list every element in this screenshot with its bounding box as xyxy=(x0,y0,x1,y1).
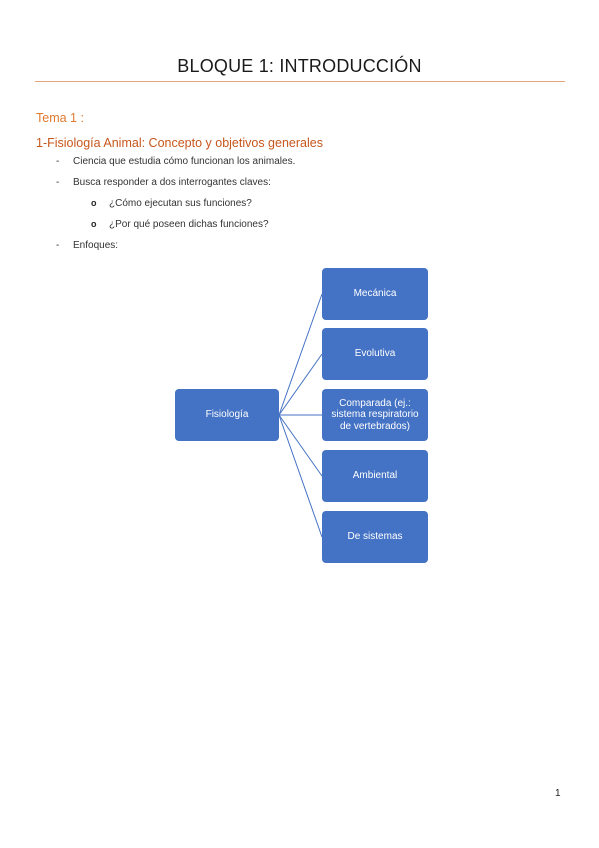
connector-line xyxy=(278,414,323,477)
connector-line xyxy=(278,353,323,416)
diagram-child-box: De sistemas xyxy=(322,511,428,563)
diagram-child-box: Comparada (ej.: sistema respiratorio de … xyxy=(322,389,428,441)
diagram-root-box: Fisiología xyxy=(175,389,279,441)
page-title: BLOQUE 1: INTRODUCCIÓN xyxy=(177,56,422,76)
dash-marker: - xyxy=(56,240,60,251)
sub-bullet-marker: o xyxy=(91,198,97,208)
dash-marker: - xyxy=(56,177,60,188)
list-item: Busca responder a dos interrogantes clav… xyxy=(73,177,271,188)
list-item: Enfoques: xyxy=(73,240,119,251)
diagram-child-box: Ambiental xyxy=(322,450,428,502)
connector-line xyxy=(278,293,323,416)
sub-list-item: ¿Cómo ejecutan sus funciones? xyxy=(109,198,252,209)
diagram-child-box: Mecánica xyxy=(322,268,428,320)
dash-marker: - xyxy=(56,156,60,167)
sub-bullet-marker: o xyxy=(91,219,97,229)
tema-label: Tema 1 : xyxy=(36,111,84,125)
sub-list-item: ¿Por qué poseen dichas funciones? xyxy=(109,219,269,230)
connector-line xyxy=(278,414,323,538)
list-item: Ciencia que estudia cómo funcionan los a… xyxy=(73,156,296,167)
diagram-child-box: Evolutiva xyxy=(322,328,428,380)
section-heading: 1-Fisiología Animal: Concepto y objetivo… xyxy=(36,136,323,150)
title-underline xyxy=(35,81,565,82)
page-number: 1 xyxy=(555,788,561,799)
